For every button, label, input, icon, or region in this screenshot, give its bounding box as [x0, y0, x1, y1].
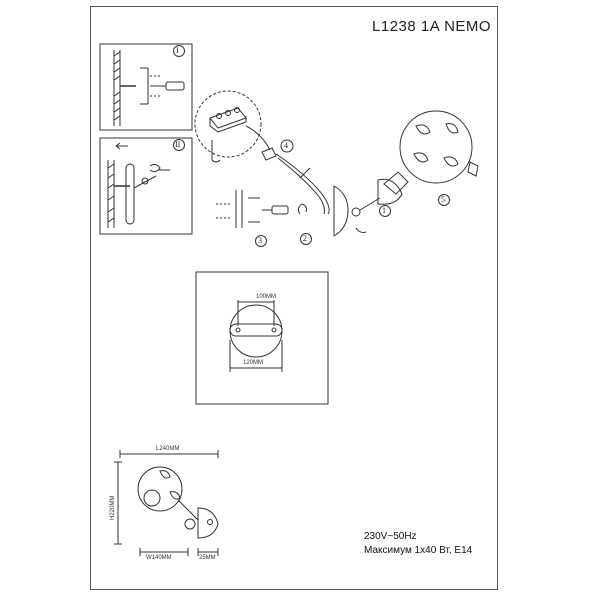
- power-spec: Максимум 1x40 Вт, E14: [364, 545, 473, 556]
- mount-hole-label: 100MM: [256, 294, 277, 300]
- length-label: L240MM: [156, 446, 180, 452]
- marker-roman-2-label: II: [175, 140, 181, 149]
- voltage-spec: 230V~50Hz: [364, 531, 417, 542]
- marker-step-3-label: 3: [258, 236, 262, 245]
- arm-bracket-2: [125, 163, 170, 225]
- bracket-1: [140, 67, 160, 105]
- marker-step-5-label: 5: [441, 195, 445, 204]
- height-label: H220MM: [110, 495, 116, 520]
- dimension-drawing: [114, 450, 219, 556]
- marker-roman-1: [173, 45, 185, 57]
- wall-section-1: [113, 50, 136, 126]
- screwdriver-1: [150, 81, 185, 91]
- base-plate: [229, 300, 283, 372]
- mounting-step-3: [216, 190, 312, 247]
- marker-step-4-label: 4: [284, 141, 288, 150]
- terminal-block: [194, 90, 271, 163]
- wall-canopy: [333, 171, 409, 237]
- depth-label: 25MM: [199, 555, 216, 561]
- canopy-diameter-label: 120MM: [243, 360, 264, 366]
- panel-step-2: [99, 137, 193, 235]
- marker-roman-2: [173, 139, 185, 151]
- panel-step-1: [99, 43, 193, 131]
- product-title: L1238 1A NEMO: [372, 18, 492, 35]
- wall-section-2: [107, 142, 130, 228]
- power-cable: [261, 139, 330, 215]
- marker-roman-1-label: I: [176, 46, 179, 55]
- base-plate-panel: [195, 271, 329, 405]
- globe-shade: [399, 110, 479, 206]
- marker-step-1-label: 1: [382, 206, 386, 215]
- width-label: W140MM: [146, 555, 172, 561]
- marker-step-2-label: 2: [303, 234, 307, 243]
